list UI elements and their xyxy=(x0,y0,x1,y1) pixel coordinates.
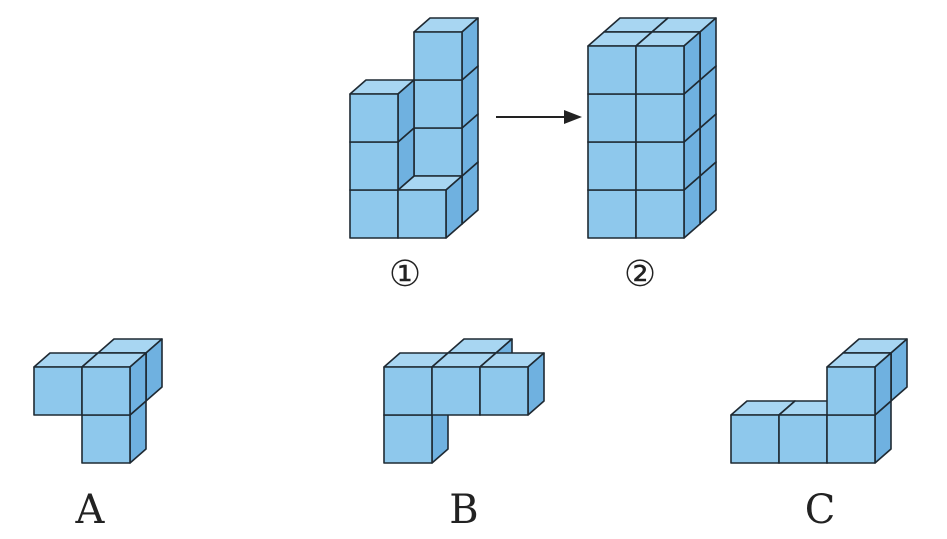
option-c-label: C xyxy=(805,487,836,533)
figure-2-cube-structure xyxy=(587,17,717,239)
cube-front-face xyxy=(479,366,529,416)
cube-front-face xyxy=(397,189,447,239)
option-c-cube-piece xyxy=(730,338,908,464)
cube-front-face xyxy=(635,93,685,143)
cube-front-face xyxy=(730,414,780,464)
transform-arrow xyxy=(496,110,582,124)
cube xyxy=(349,79,415,143)
cube xyxy=(397,175,463,239)
cube-front-face xyxy=(413,31,463,81)
cube-front-face xyxy=(413,127,463,177)
cube xyxy=(635,31,701,95)
cube-front-face xyxy=(587,189,637,239)
option-b-cube-piece xyxy=(383,338,545,464)
figure-1-cube-structure xyxy=(349,17,479,239)
cube-front-face xyxy=(81,366,131,416)
cube-front-face xyxy=(635,45,685,95)
arrow-head-icon xyxy=(564,110,582,124)
option-b-label: B xyxy=(449,487,478,533)
cube-front-face xyxy=(349,93,399,143)
cube-front-face xyxy=(383,414,433,464)
figure-2-label: ② xyxy=(624,254,656,295)
cube-front-face xyxy=(826,366,876,416)
cube-front-face xyxy=(778,414,828,464)
cube-front-face xyxy=(349,189,399,239)
figure-1-label: ① xyxy=(389,254,421,295)
cube-front-face xyxy=(826,414,876,464)
cube-front-face xyxy=(413,79,463,129)
option-a-cube-piece xyxy=(33,338,163,464)
cube-front-face xyxy=(349,141,399,191)
option-a-label: A xyxy=(75,487,106,533)
cube-front-face xyxy=(587,141,637,191)
cube-front-face xyxy=(635,141,685,191)
cube xyxy=(826,352,892,416)
cube-front-face xyxy=(635,189,685,239)
cube xyxy=(81,352,147,416)
cube xyxy=(413,17,479,81)
cube-front-face xyxy=(33,366,83,416)
cube-front-face xyxy=(587,93,637,143)
cube-front-face xyxy=(81,414,131,464)
cube-front-face xyxy=(587,45,637,95)
cube xyxy=(479,352,545,416)
cube-front-face xyxy=(383,366,433,416)
cube-front-face xyxy=(431,366,481,416)
